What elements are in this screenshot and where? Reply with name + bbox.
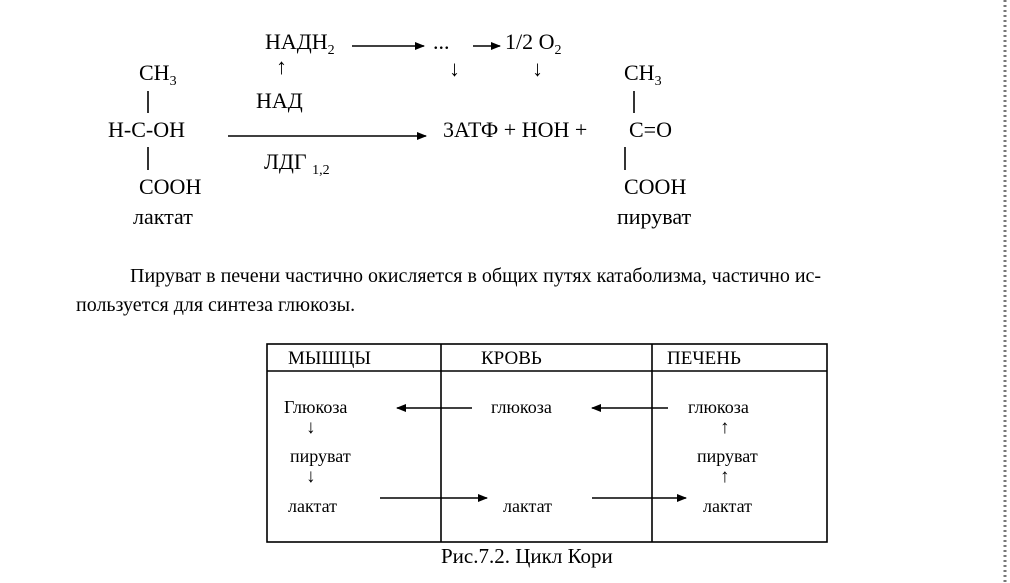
header-liver: ПЕЧЕНЬ [667, 348, 741, 369]
muscle-down-arrow-1: ↓ [306, 417, 316, 438]
pyruvate-center: C=O [629, 117, 672, 142]
muscle-pyruvate: пируват [290, 446, 351, 466]
liver-lactate: лактат [703, 496, 752, 516]
muscle-lactate: лактат [288, 496, 337, 516]
ldg-label: ЛДГ 1,2 [264, 149, 330, 178]
muscle-down-arrow-2: ↓ [306, 466, 316, 487]
nad-up-arrow: ↑ [276, 54, 287, 79]
lactate-ch3: CH3 [139, 60, 177, 89]
lactate-cooh: COOH [139, 174, 202, 199]
pyruvate-cooh: COOH [624, 174, 687, 199]
lactate-center: H-C-OH [108, 117, 185, 142]
products-label: 3АТФ + НОН + [443, 117, 588, 142]
liver-up-arrow-2: ↑ [720, 466, 730, 487]
liver-glucose: глюкоза [688, 397, 749, 417]
figure-caption: Рис.7.2. Цикл Кори [441, 544, 613, 568]
chain-down-arrow: ↓ [449, 56, 460, 81]
ellipsis-label: ... [433, 29, 450, 54]
o2-down-arrow: ↓ [532, 56, 543, 81]
header-blood: КРОВЬ [481, 348, 542, 369]
liver-pyruvate: пируват [697, 446, 758, 466]
blood-glucose: глюкоза [491, 397, 552, 417]
paragraph-line-2: пользуется для синтеза глюкозы. [76, 294, 356, 316]
header-muscle: МЫШЦЫ [288, 348, 371, 369]
muscle-glucose: Глюкоза [284, 397, 348, 417]
pyruvate-ch3: CH3 [624, 60, 662, 89]
liver-up-arrow-1: ↑ [720, 417, 730, 438]
pyruvate-name: пируват [617, 204, 692, 229]
nad-label: НАД [256, 88, 303, 113]
table-border [266, 343, 828, 543]
lactate-name: лактат [133, 204, 193, 229]
half-o2-label: 1/2 O2 [505, 29, 562, 58]
paragraph-line-1: Пируват в печени частично окисляется в о… [130, 265, 822, 287]
blood-lactate: лактат [503, 496, 552, 516]
nadh2-label: НАДН2 [265, 29, 335, 58]
